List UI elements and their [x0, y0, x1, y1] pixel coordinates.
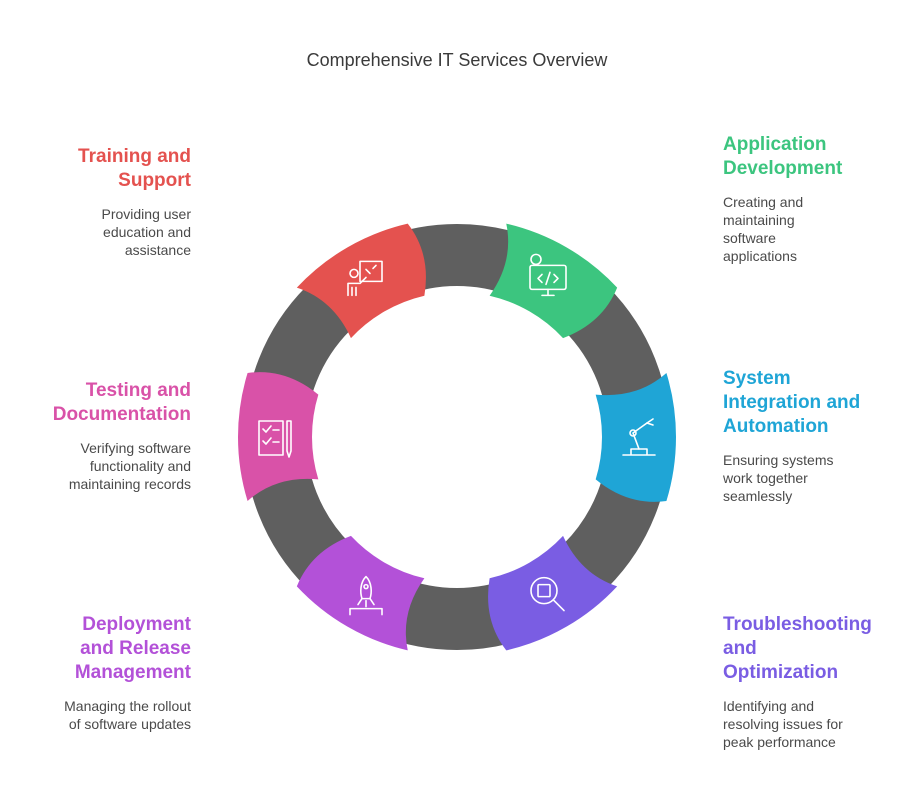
item-testing: Testing and Documentation Verifying soft… — [53, 379, 191, 493]
item-application: Application Development Creating and mai… — [723, 133, 842, 265]
item-training-title: Training and Support — [78, 146, 191, 191]
item-training: Training and Support Providing user educ… — [78, 145, 191, 259]
ring-segments — [238, 223, 676, 651]
item-deployment: Deployment and Release Management Managi… — [64, 613, 191, 733]
item-application-title: Application Development — [723, 134, 843, 179]
segment-integration — [595, 372, 676, 502]
item-troubleshooting-description: Identifying and resolving issues for pea… — [723, 698, 843, 750]
rocket-icon — [349, 575, 383, 616]
item-application-description: Creating and maintaining software applic… — [723, 194, 804, 264]
segment-testing — [238, 372, 319, 502]
item-integration-description: Ensuring systems work together seamlessl… — [723, 452, 834, 504]
segment-troubleshooting — [488, 535, 618, 651]
ring-icons — [258, 253, 656, 616]
item-integration-title: System Integration and Automation — [723, 368, 861, 437]
code-monitor-icon — [529, 253, 567, 297]
item-troubleshooting-title: Troubleshooting and Optimization — [723, 614, 872, 683]
item-deployment-title: Deployment and Release Management — [74, 614, 191, 683]
item-testing-description: Verifying software functionality and mai… — [68, 440, 191, 492]
teacher-board-icon — [347, 260, 383, 297]
item-testing-title: Testing and Documentation — [52, 380, 191, 425]
segment-application — [489, 223, 618, 339]
chip-magnifier-icon — [530, 576, 565, 612]
item-integration: System Integration and Automation Ensuri… — [723, 367, 860, 505]
diagram-title: Comprehensive IT Services Overview — [306, 50, 608, 70]
robotic-arm-icon — [622, 418, 656, 456]
item-deployment-description: Managing the rollout of software updates — [64, 698, 191, 732]
item-troubleshooting: Troubleshooting and Optimization Identif… — [723, 613, 872, 751]
checklist-pen-icon — [258, 420, 292, 458]
item-training-description: Providing user education and assistance — [101, 206, 192, 258]
